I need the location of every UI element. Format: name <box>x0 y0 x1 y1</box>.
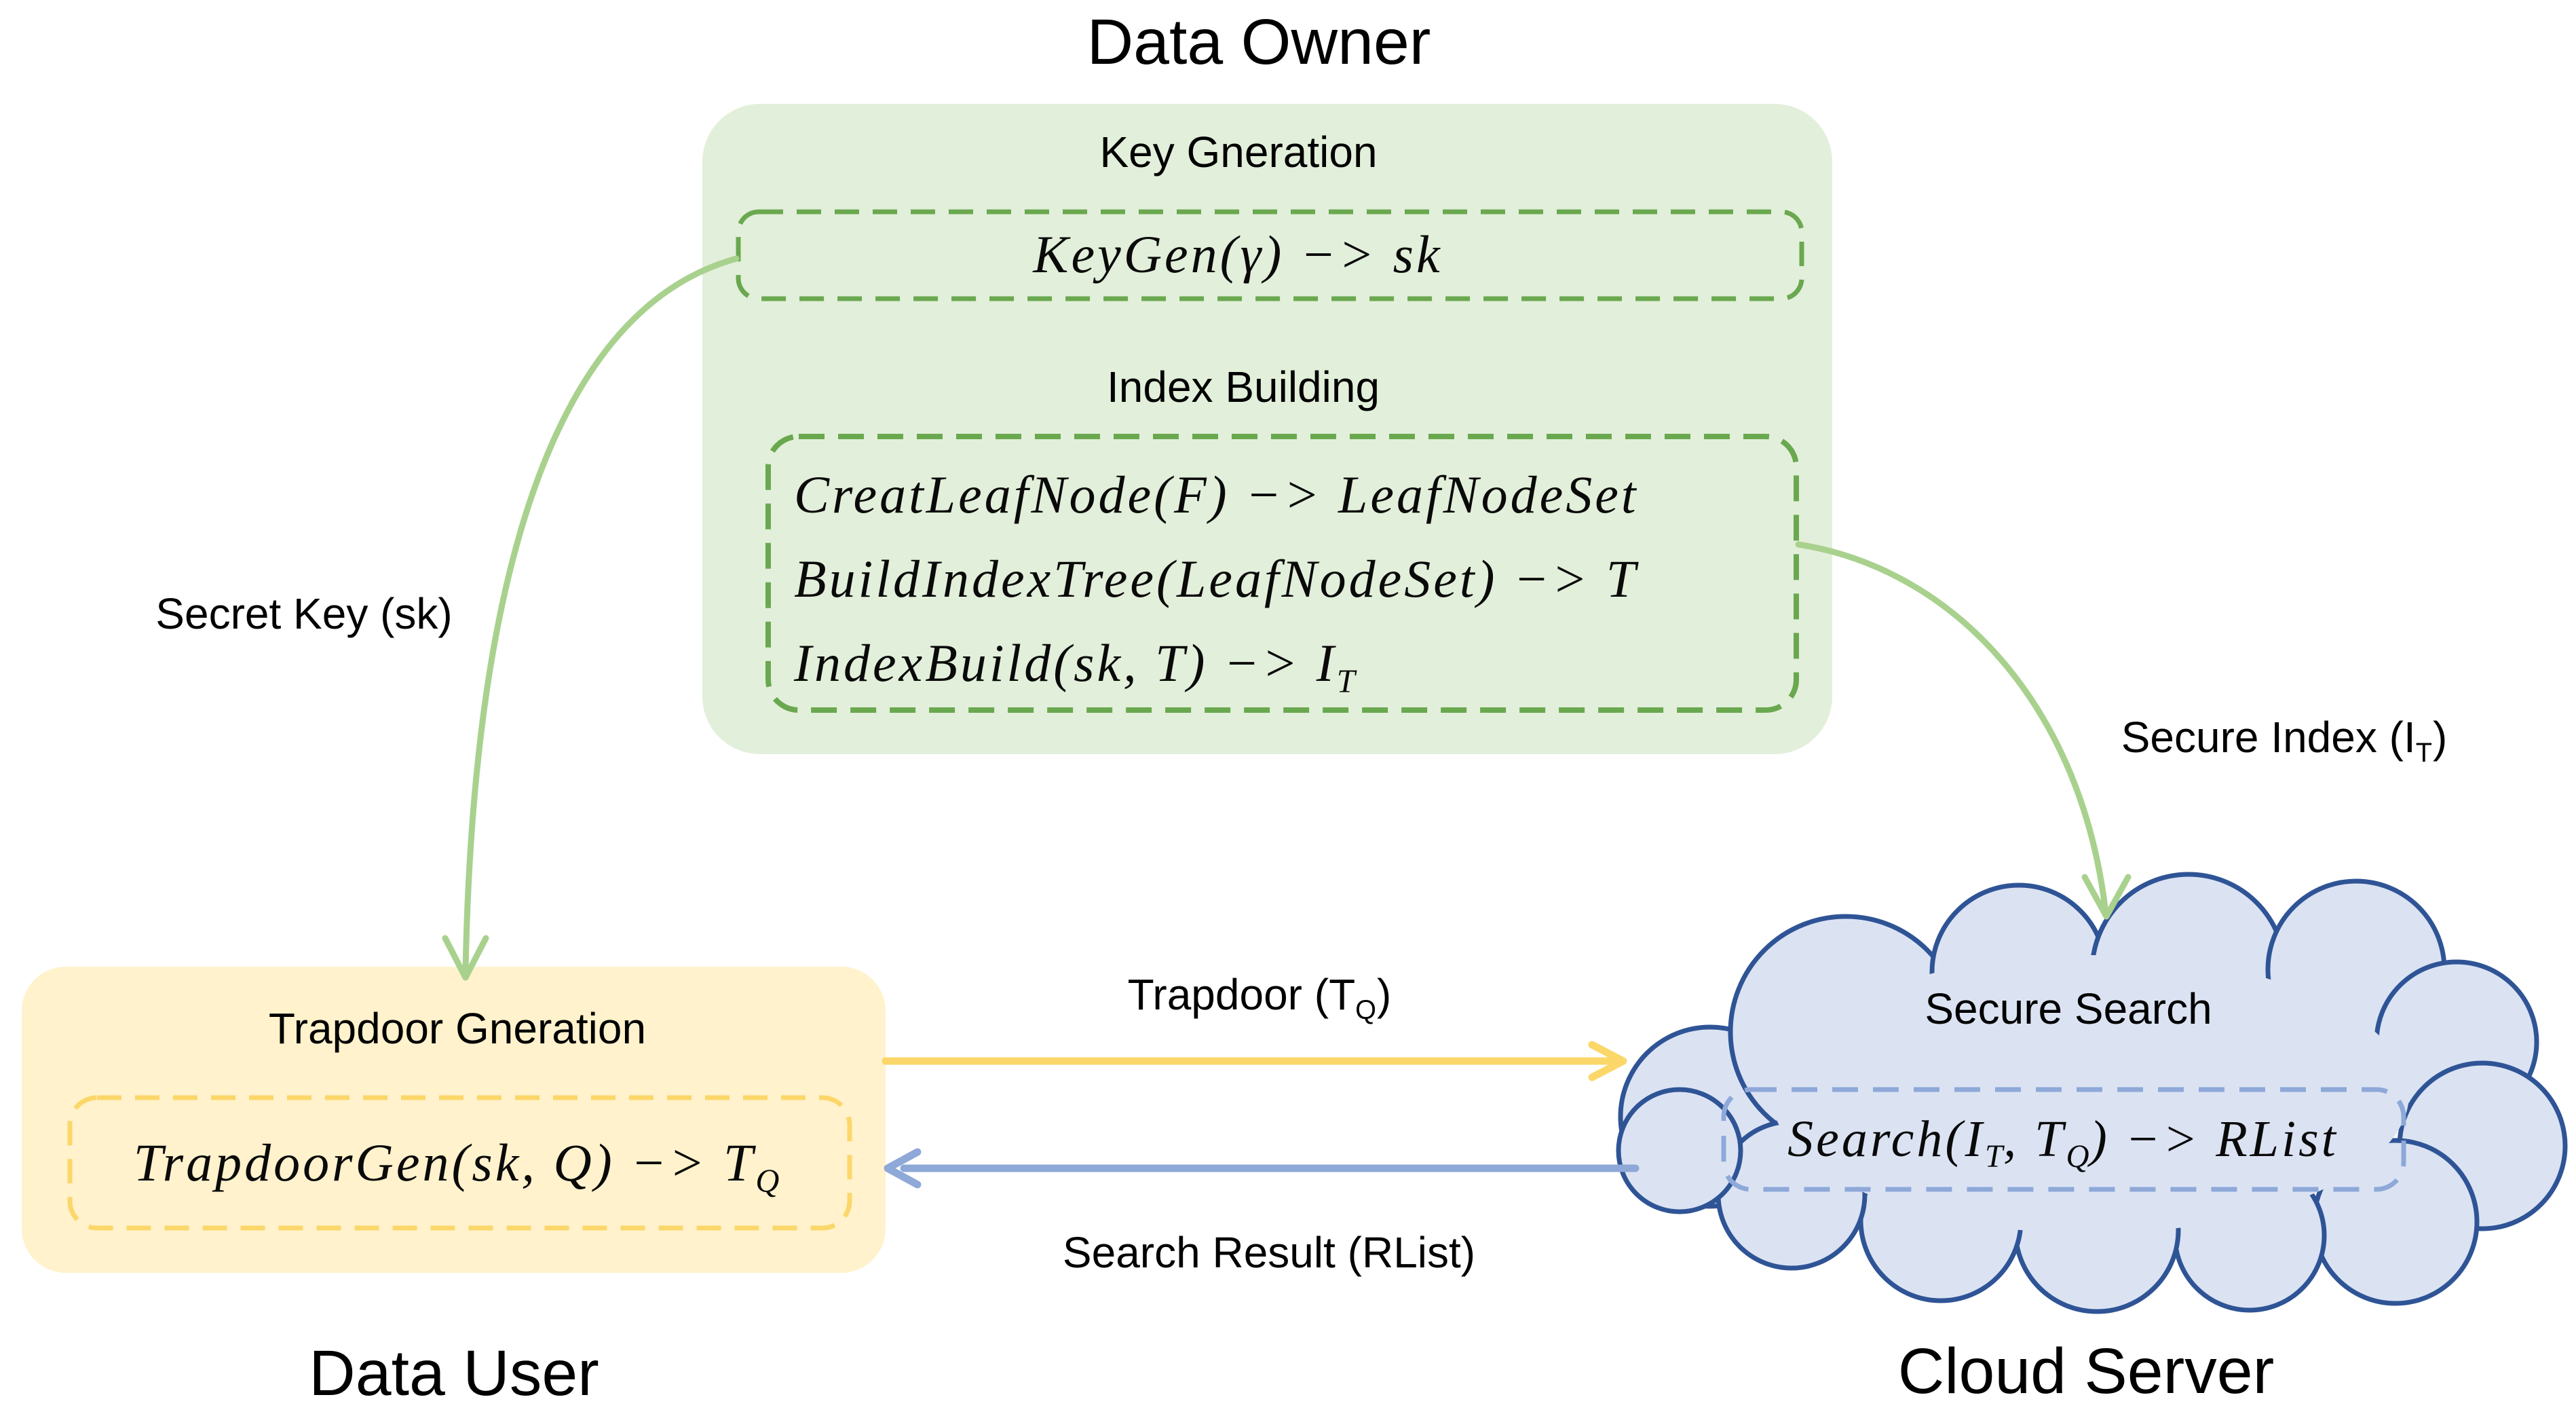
data-user-title: Data User <box>309 1337 599 1409</box>
secure-index-arrowhead <box>2081 874 2132 920</box>
index-building-label: Index Building <box>1106 363 1380 411</box>
trapdoor-edge-label: Trapdoor (TQ) <box>1127 970 1392 1025</box>
cloud-inner-fill <box>1771 955 2409 1233</box>
secret-key-arrowhead <box>442 935 489 981</box>
key-generation-formula: KeyGen(γ) −> sk <box>1033 225 1443 284</box>
search-result-edge-label: Search Result (RList) <box>1062 1228 1476 1277</box>
secure-search-formula: Search(IT, TQ) −> RList <box>1787 1111 2338 1175</box>
index-building-dashed-box <box>765 434 1799 713</box>
trapdoor-generation-label: Trapdoor Gneration <box>268 1004 647 1053</box>
secure-index-edge-label: Secure Index (IT) <box>2121 713 2448 768</box>
secret-key-arrow <box>442 255 740 981</box>
key-generation-label: Key Gneration <box>1099 128 1378 176</box>
secure-search-label: Secure Search <box>1925 984 2212 1033</box>
index-building-formula-2: BuildIndexTree(LeafNodeSet) −> T <box>794 549 1639 608</box>
trapdoor-arrow <box>882 1041 1627 1081</box>
index-building-formula-3: IndexBuild(sk, T) −> IT <box>794 633 1356 700</box>
trapdoor-arrowhead <box>1588 1041 1627 1081</box>
data-owner-title: Data Owner <box>1086 6 1431 78</box>
cloud-shape <box>1616 872 2568 1314</box>
secure-search-dashed-box <box>1721 1087 2406 1192</box>
data-owner-box <box>702 104 1832 754</box>
secret-key-edge-label: Secret Key (sk) <box>155 589 453 638</box>
search-result-arrow <box>884 1148 1640 1189</box>
trapdoor-generation-dashed-box <box>67 1095 852 1231</box>
search-result-arrowhead <box>884 1148 922 1189</box>
index-building-formula-1: CreatLeafNode(F) −> LeafNodeSet <box>794 465 1639 524</box>
key-generation-dashed-box <box>736 209 1804 301</box>
data-user-box <box>22 967 886 1273</box>
trapdoor-generation-formula: TrapdoorGen(sk, Q) −> TQ <box>133 1133 780 1200</box>
secure-index-arrow <box>1795 541 2132 920</box>
cloud-server-title: Cloud Server <box>1897 1335 2275 1407</box>
